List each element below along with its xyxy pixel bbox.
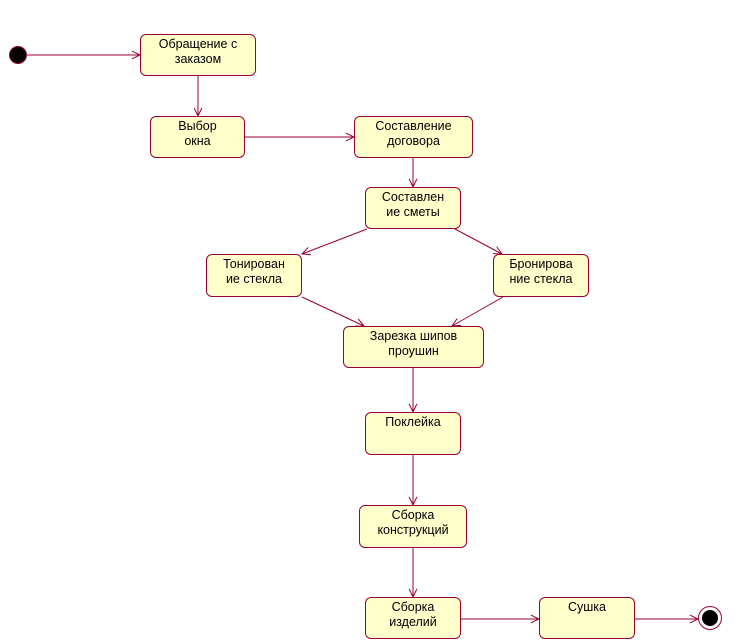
final-node-dot bbox=[702, 610, 718, 626]
node-label: Сборка конструкций bbox=[377, 508, 449, 537]
node-label: Тонирован ие стекла bbox=[223, 257, 285, 286]
node-label: Сборка изделий bbox=[389, 600, 437, 629]
node-pokleika: Поклейка bbox=[365, 412, 461, 455]
node-sborka-izdelii: Сборка изделий bbox=[365, 597, 461, 639]
flow-line bbox=[301, 296, 365, 327]
initial-node bbox=[9, 46, 27, 64]
node-label: Обращение с заказом bbox=[158, 37, 238, 66]
flow-line bbox=[301, 228, 368, 255]
final-node bbox=[698, 606, 722, 630]
node-smeta: Составлен ие сметы bbox=[365, 187, 461, 229]
node-label: Поклейка bbox=[385, 415, 441, 429]
node-label: Сушка bbox=[567, 600, 606, 614]
node-sborka-konstruktsii: Сборка конструкций bbox=[359, 505, 467, 548]
node-label: Бронирова ние стекла bbox=[509, 257, 573, 286]
flow-arrowhead bbox=[300, 247, 312, 256]
node-sushka: Сушка bbox=[539, 597, 635, 639]
node-tonirovanie: Тонирован ие стекла bbox=[206, 254, 302, 297]
node-label: Зарезка шипов проушин bbox=[369, 329, 458, 358]
node-label: Выбор окна bbox=[178, 119, 217, 148]
node-dogovor: Составление договора bbox=[354, 116, 473, 158]
node-zarezka: Зарезка шипов проушин bbox=[343, 326, 484, 368]
node-label: Составлен ие сметы bbox=[381, 190, 445, 219]
flow-arrowhead bbox=[451, 318, 462, 327]
node-label: Составление договора bbox=[375, 119, 452, 148]
node-obrashchenie: Обращение с заказом bbox=[140, 34, 256, 76]
flow-line bbox=[451, 296, 504, 327]
node-vybor: Выбор окна bbox=[150, 116, 245, 158]
node-bronirovanie: Бронирова ние стекла bbox=[493, 254, 589, 297]
flow-line bbox=[454, 228, 503, 255]
